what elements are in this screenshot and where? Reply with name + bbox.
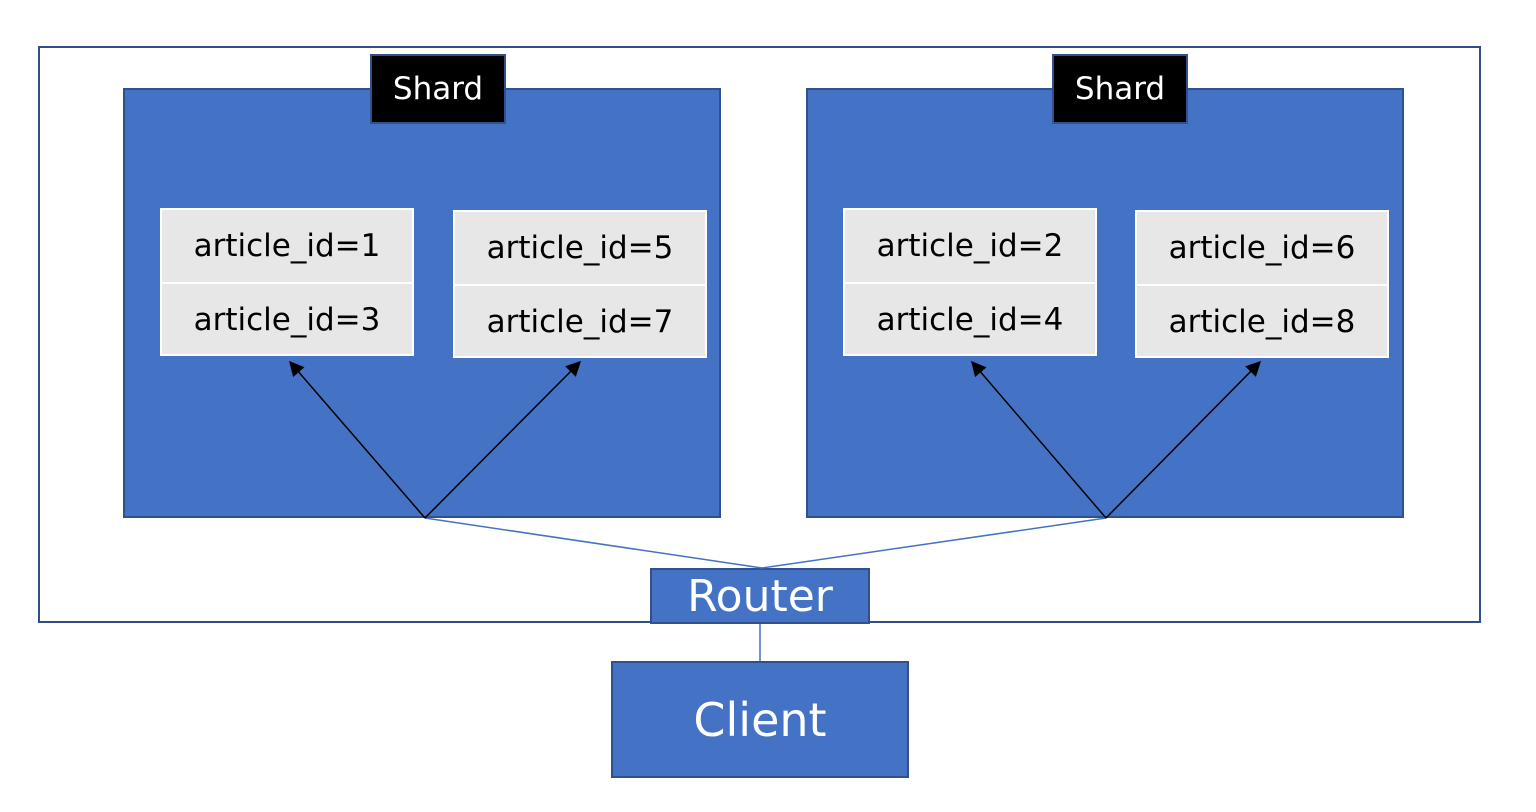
chunk-row: article_id=7 [455, 284, 705, 358]
chunk-row: article_id=6 [1168, 230, 1356, 266]
chunk-row: article_id=5 [486, 230, 674, 266]
chunk-shard2-b: article_id=6 article_id=8 [1135, 210, 1389, 358]
chunk-row: article_id=1 [193, 228, 381, 264]
chunk-row: article_id=2 [876, 228, 1064, 264]
chunk-shard1-b: article_id=5 article_id=7 [453, 210, 707, 358]
router-node: Router [650, 568, 870, 624]
shard-label-1: Shard [370, 54, 506, 124]
chunk-row: article_id=3 [162, 282, 412, 356]
shard-label-2: Shard [1052, 54, 1188, 124]
client-node: Client [611, 661, 909, 778]
chunk-shard2-a: article_id=2 article_id=4 [843, 208, 1097, 356]
chunk-row: article_id=8 [1137, 284, 1387, 358]
chunk-row: article_id=4 [845, 282, 1095, 356]
chunk-shard1-a: article_id=1 article_id=3 [160, 208, 414, 356]
